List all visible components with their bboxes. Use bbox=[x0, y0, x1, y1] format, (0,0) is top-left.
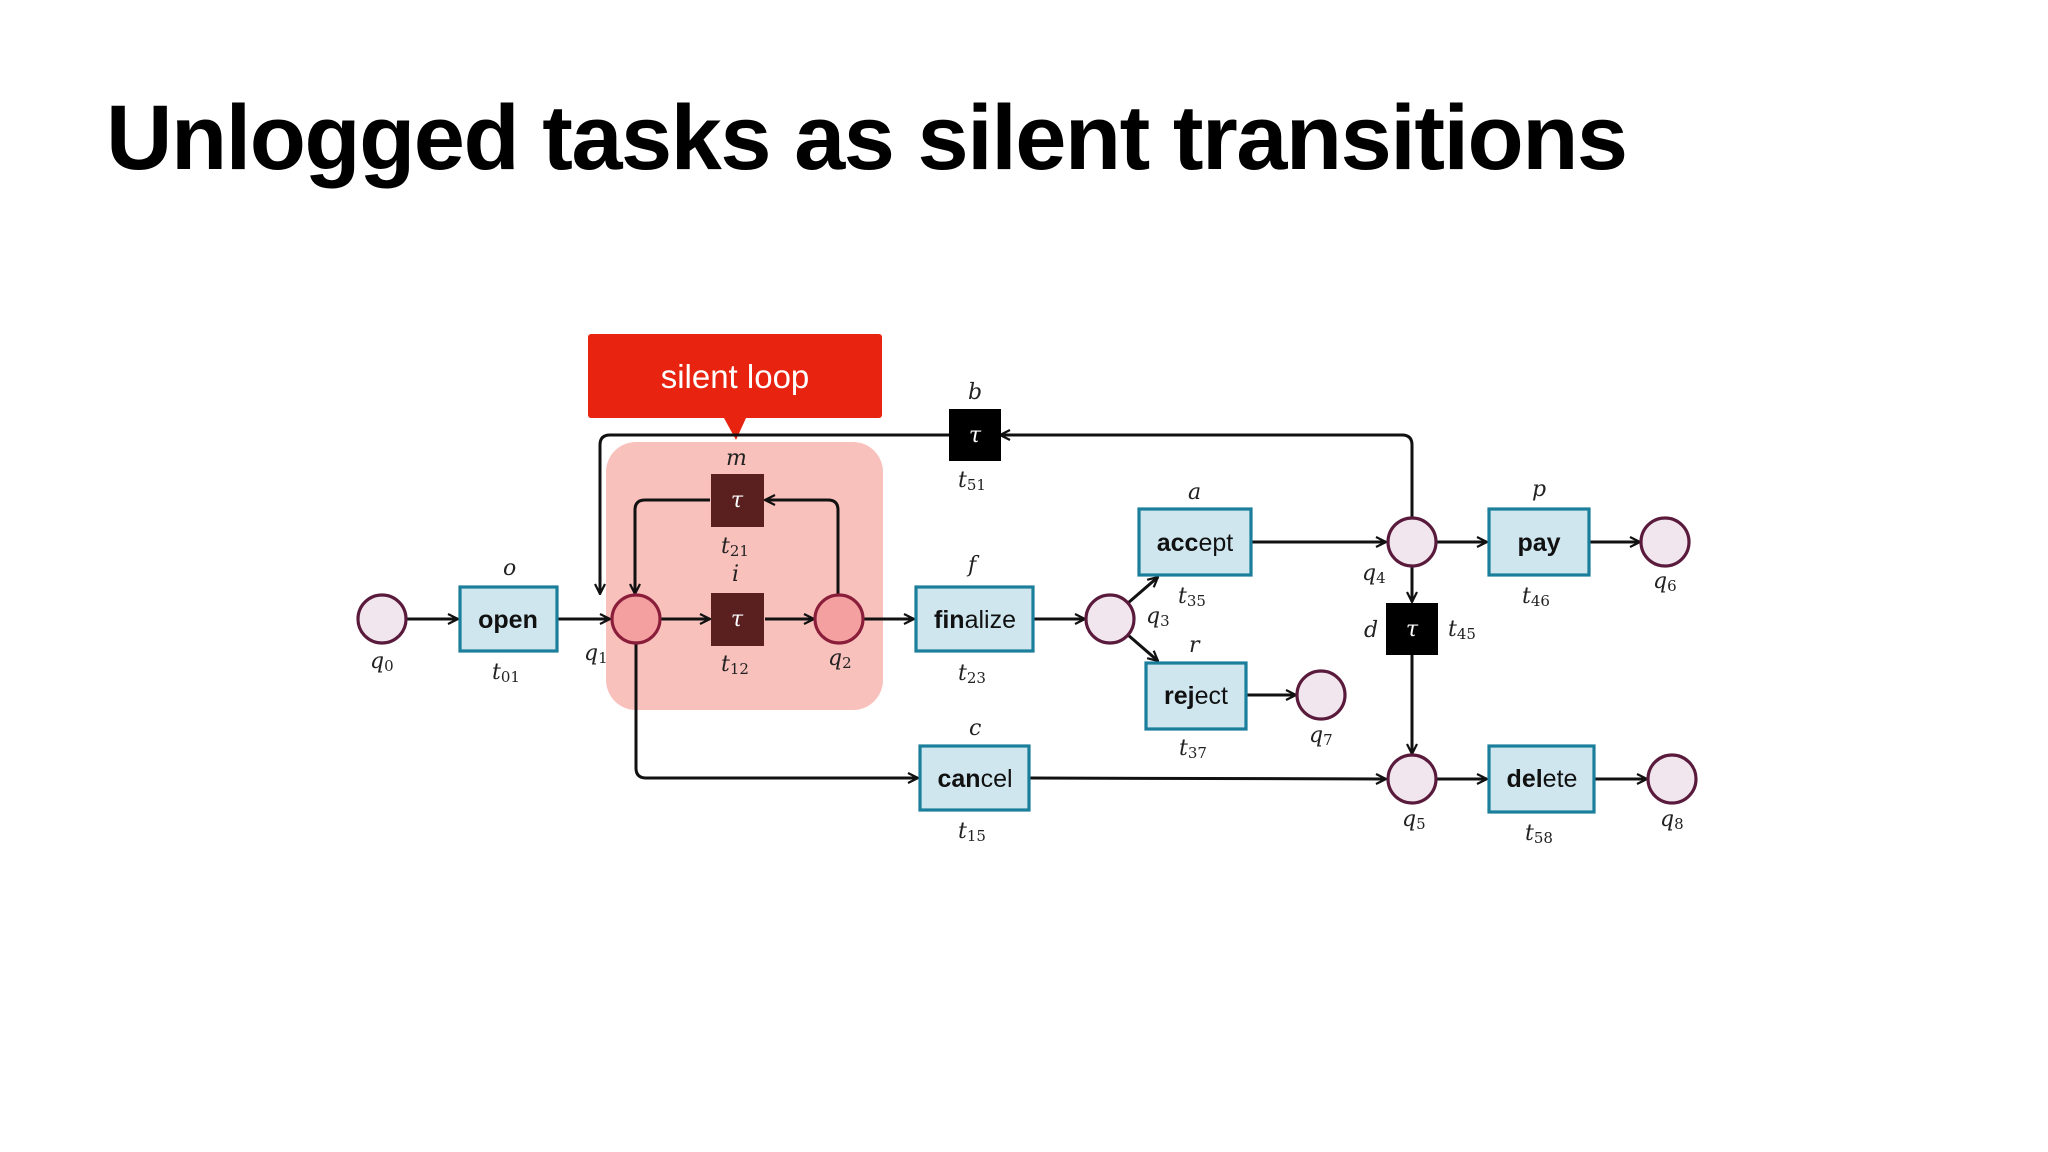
place-q8 bbox=[1646, 753, 1698, 805]
transition-finalize-label: finalize bbox=[934, 606, 1016, 634]
transition-reject-id: t37 bbox=[1179, 736, 1207, 762]
place-q7 bbox=[1295, 669, 1347, 721]
transition-delete: delete t58 bbox=[1487, 744, 1596, 847]
transition-pay-letter: p bbox=[1532, 477, 1546, 502]
place-label-q2: q2 bbox=[828, 646, 852, 672]
silent-transition-t51-letter: b bbox=[968, 380, 982, 405]
arc-q3-accept bbox=[1127, 577, 1158, 605]
tau-symbol: τ bbox=[1406, 617, 1419, 642]
arc-q1-cancel bbox=[634, 644, 918, 778]
transition-pay-id: t46 bbox=[1522, 584, 1550, 610]
place-labels: q0 q1 q2 q3 q4 q5 q6 q7 q8 bbox=[370, 561, 1684, 833]
transition-cancel-id: t15 bbox=[958, 819, 986, 845]
transition-finalize-id: t23 bbox=[958, 661, 986, 687]
place-label-q1: q1 bbox=[584, 641, 608, 667]
transition-cancel-label: cancel bbox=[937, 765, 1012, 793]
silent-transition-t21: τ m t21 bbox=[711, 446, 764, 560]
place-label-q5: q5 bbox=[1402, 807, 1426, 833]
arc-q4-t51 bbox=[1000, 435, 1414, 517]
arcs bbox=[406, 435, 1647, 779]
transition-reject: reject r t37 bbox=[1144, 633, 1248, 762]
slide-title: Unlogged tasks as silent transitions bbox=[106, 87, 1628, 189]
transition-open-id: t01 bbox=[492, 660, 520, 686]
transition-accept-id: t35 bbox=[1178, 584, 1206, 610]
transition-accept: accept a t35 bbox=[1137, 480, 1253, 610]
silent-transition-t12-letter: i bbox=[732, 562, 739, 587]
tau-symbol: τ bbox=[731, 488, 744, 513]
place-label-q8: q8 bbox=[1660, 807, 1684, 833]
silent-loop-callout: silent loop bbox=[588, 334, 882, 440]
silent-loop-highlight bbox=[606, 442, 883, 710]
place-q4 bbox=[1386, 516, 1438, 568]
arc-t21-q1 bbox=[635, 498, 710, 594]
transition-finalize-letter: f bbox=[966, 553, 980, 578]
tau-symbol: τ bbox=[969, 423, 982, 448]
place-label-q4: q4 bbox=[1362, 561, 1386, 587]
place-q3 bbox=[1084, 593, 1136, 645]
arc-cancel-q5 bbox=[1029, 778, 1386, 779]
transition-accept-label: accept bbox=[1157, 529, 1234, 557]
place-q0 bbox=[356, 593, 408, 645]
transition-pay: pay p t46 bbox=[1487, 477, 1591, 610]
transition-pay-label: pay bbox=[1517, 529, 1560, 557]
place-label-q7: q7 bbox=[1309, 723, 1333, 749]
silent-transition-t51: τ b t51 bbox=[949, 380, 1001, 494]
place-q5 bbox=[1386, 753, 1438, 805]
transition-reject-label: reject bbox=[1164, 682, 1228, 710]
silent-transition-t45-id: t45 bbox=[1448, 617, 1476, 643]
transition-accept-letter: a bbox=[1188, 480, 1201, 505]
silent-transition-t45-letter: d bbox=[1364, 618, 1378, 643]
place-label-q0: q0 bbox=[370, 649, 394, 675]
transition-cancel: cancel c t15 bbox=[918, 716, 1031, 845]
arc-q2-t21 bbox=[765, 500, 840, 594]
silent-transition-t45: τ d t45 bbox=[1364, 603, 1476, 655]
silent-transition-t12-id: t12 bbox=[721, 652, 749, 678]
arc-t51-q1 bbox=[600, 433, 949, 594]
transition-delete-label: delete bbox=[1507, 765, 1578, 793]
place-q2 bbox=[813, 593, 865, 645]
places bbox=[356, 516, 1698, 805]
place-q1 bbox=[610, 593, 662, 645]
callout-label: silent loop bbox=[661, 358, 810, 395]
place-label-q3: q3 bbox=[1146, 604, 1170, 630]
transition-finalize: finalize f t23 bbox=[914, 553, 1035, 687]
silent-transition-t12: τ i t12 bbox=[711, 562, 764, 678]
transition-cancel-letter: c bbox=[969, 716, 981, 741]
silent-transition-t21-id: t21 bbox=[721, 534, 749, 560]
transition-open-letter: o bbox=[503, 556, 516, 581]
transition-open-label: open bbox=[478, 606, 538, 634]
tau-symbol: τ bbox=[731, 607, 744, 632]
transition-open: open o t01 bbox=[458, 556, 559, 686]
place-label-q6: q6 bbox=[1653, 569, 1677, 595]
transition-delete-id: t58 bbox=[1525, 821, 1553, 847]
transition-reject-letter: r bbox=[1189, 633, 1201, 658]
silent-transition-t21-letter: m bbox=[726, 446, 747, 471]
place-q6 bbox=[1639, 516, 1691, 568]
arc-q3-reject bbox=[1127, 633, 1158, 661]
silent-transition-t51-id: t51 bbox=[958, 468, 986, 494]
